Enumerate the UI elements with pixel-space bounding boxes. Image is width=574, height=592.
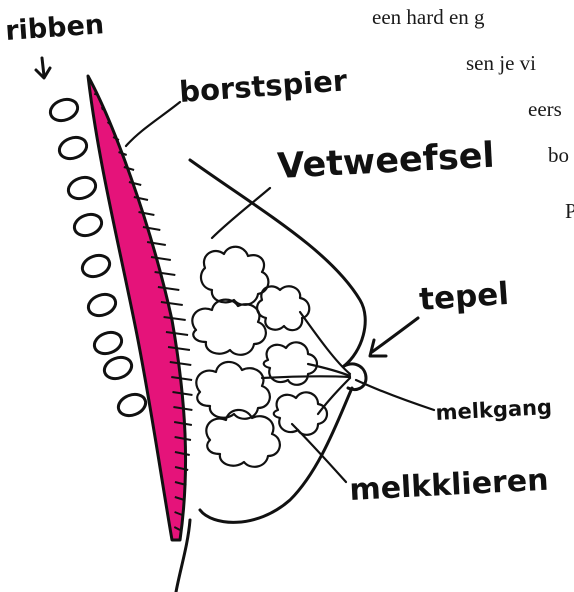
rib-3 xyxy=(65,174,98,202)
rib-8 xyxy=(101,354,134,382)
rib-7 xyxy=(91,329,124,357)
rib-9 xyxy=(115,391,148,419)
label-muscle: borstspier xyxy=(178,63,349,109)
rib-5 xyxy=(79,252,112,280)
label-glands: melkklieren xyxy=(349,463,550,508)
gland-lobe-2 xyxy=(192,300,266,355)
text-fragment-1: een hard en g xyxy=(372,5,485,29)
muscle-stripe-2 xyxy=(102,107,103,110)
rib-1 xyxy=(47,96,80,124)
background-text: een hard en g sen je vi eers bo P xyxy=(372,5,574,223)
breast-skin-upper xyxy=(190,160,365,366)
gland-lobe-3 xyxy=(257,286,309,330)
duct-3 xyxy=(318,378,350,414)
pectoral-muscle xyxy=(88,76,192,540)
ribs-arrow xyxy=(42,58,44,76)
label-ribs: ribben xyxy=(4,9,105,47)
label-nipple: tepel xyxy=(418,276,510,318)
muscle-pointer xyxy=(126,102,180,146)
text-fragment-2: sen je vi xyxy=(466,51,536,75)
milk-glands xyxy=(192,247,327,467)
rib-6 xyxy=(85,291,118,319)
glands-pointer xyxy=(292,424,346,482)
label-fat: Vetweefsel xyxy=(276,136,495,187)
duct-pointer xyxy=(356,380,434,410)
text-fragment-5: P xyxy=(565,199,574,223)
rib-2 xyxy=(56,134,89,162)
duct-4 xyxy=(262,376,350,378)
breast-skin-lower xyxy=(200,388,352,522)
nipple-pointer xyxy=(372,318,418,352)
label-duct: melkgang xyxy=(435,395,553,425)
text-fragment-4: bo xyxy=(548,143,569,167)
milk-ducts xyxy=(262,312,350,414)
muscle-band xyxy=(88,76,186,540)
gland-lobe-1 xyxy=(201,247,268,305)
muscle-stripe-1 xyxy=(95,92,96,95)
rib-4 xyxy=(71,211,104,239)
text-fragment-3: eers xyxy=(528,97,562,121)
